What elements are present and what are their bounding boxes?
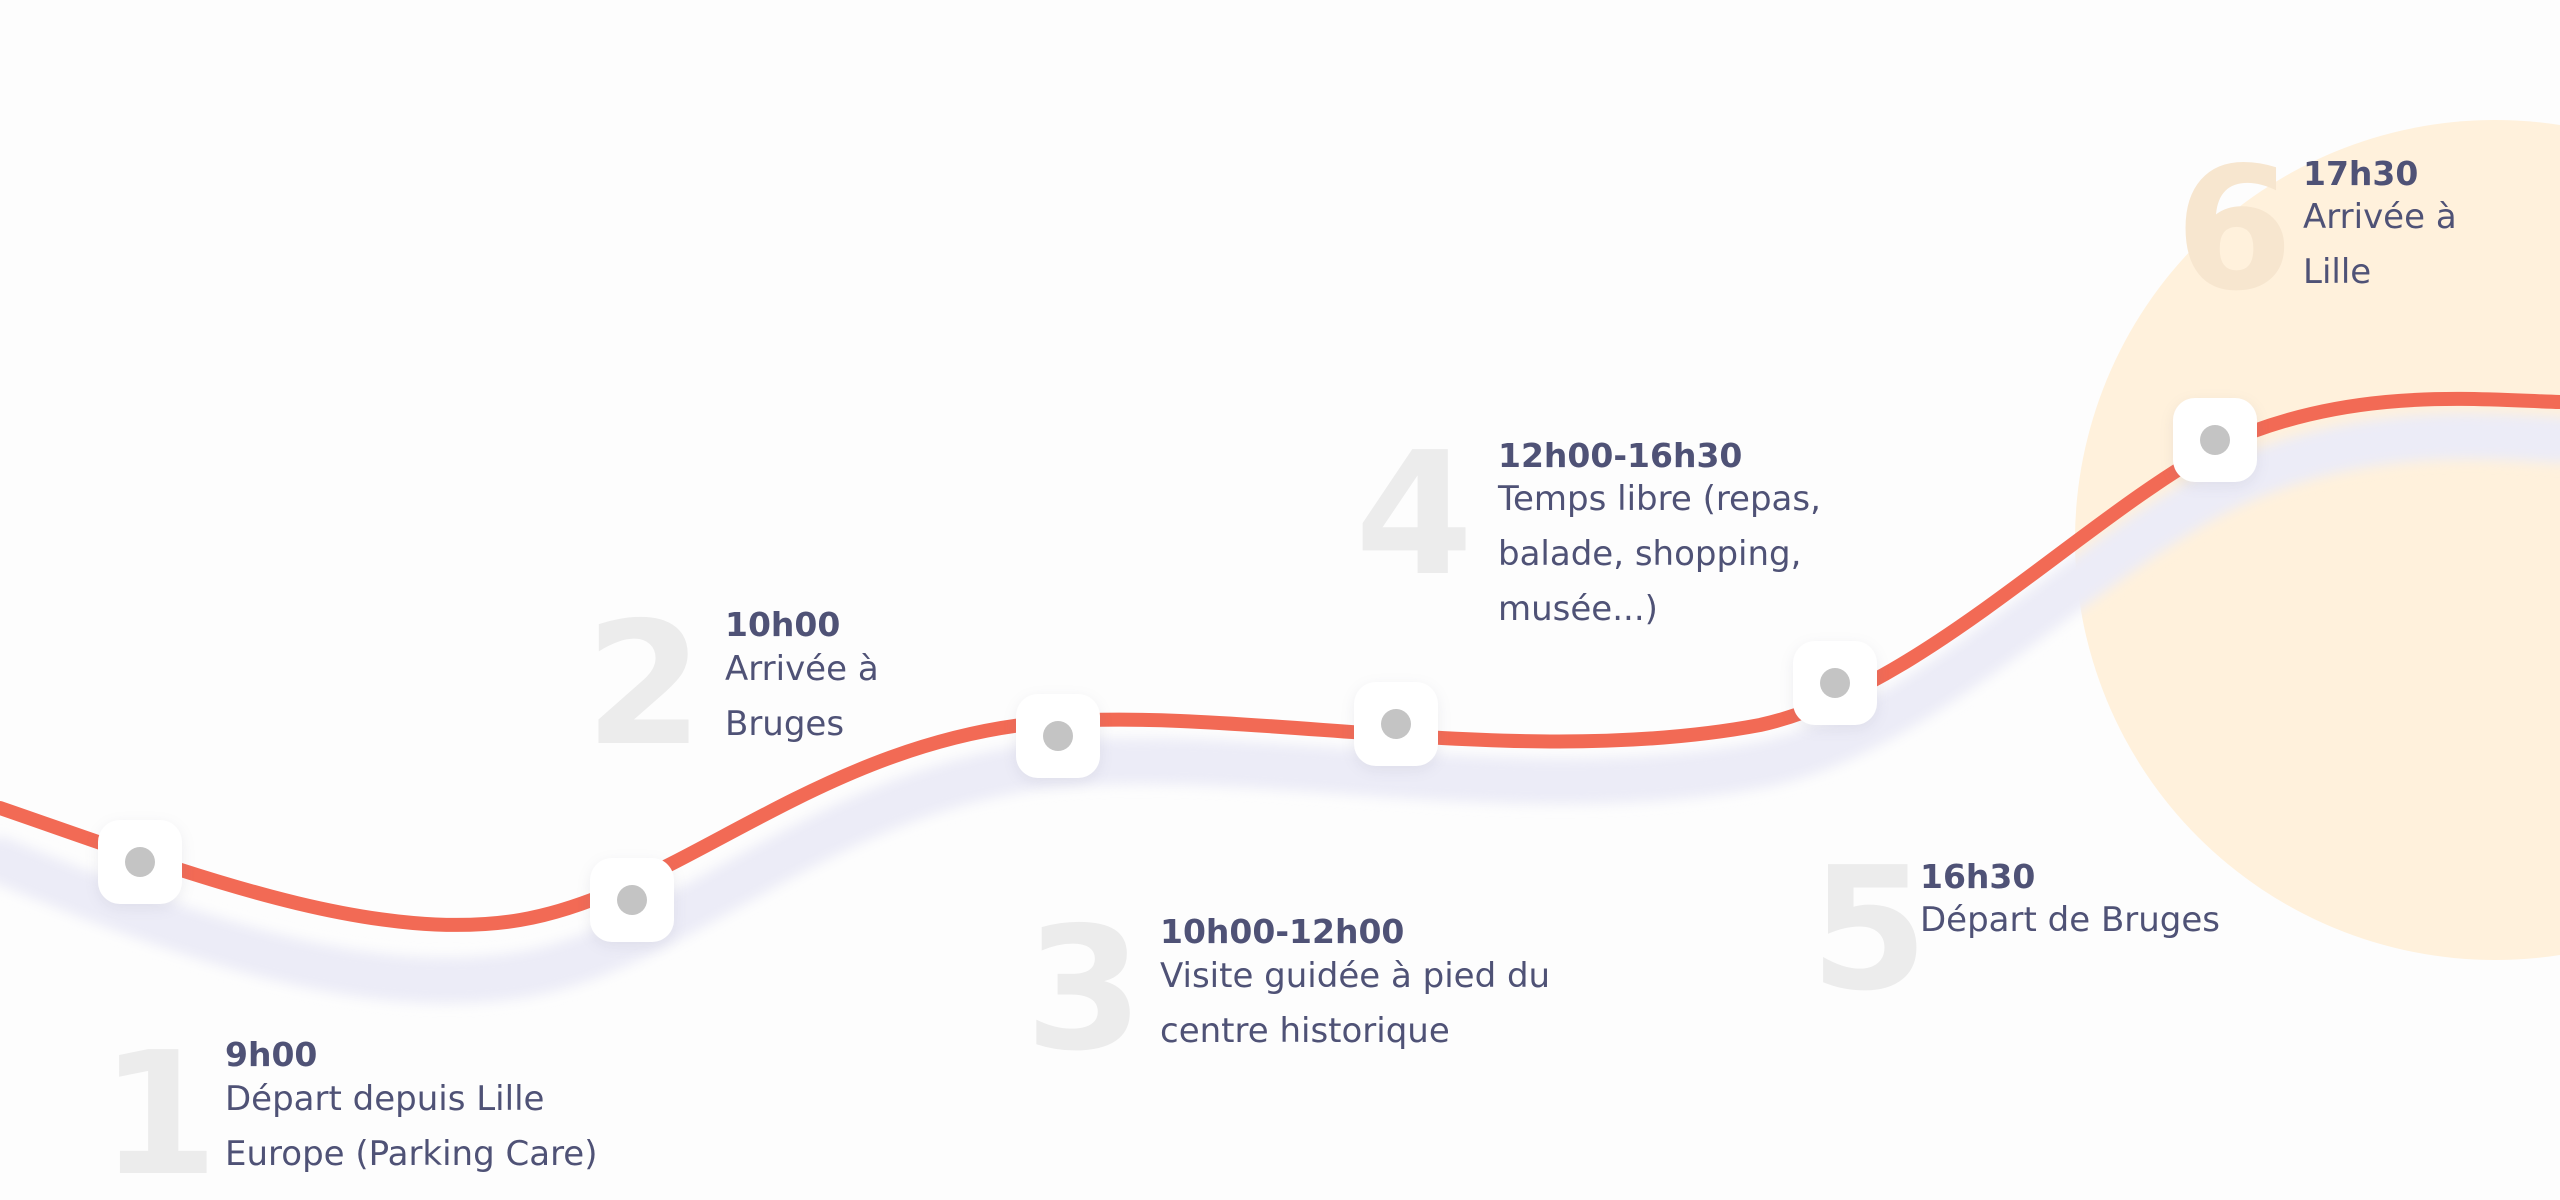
route-line: [0, 391, 2560, 932]
marker-dot: [2200, 425, 2230, 455]
step-description: Départ depuis Lille Europe (Parking Care…: [225, 1079, 598, 1174]
step-5-marker[interactable]: [1793, 641, 1877, 725]
step-description: Départ de Bruges: [1920, 900, 2221, 940]
step-time: 10h00-12h00: [1160, 912, 1405, 951]
marker-dot: [617, 885, 647, 915]
step-time: 17h30: [2303, 154, 2419, 193]
step-time: 10h00: [725, 605, 841, 644]
step-description: Arrivée à Lille: [2303, 197, 2457, 292]
step-number: 6: [2175, 131, 2294, 329]
step-time: 9h00: [225, 1035, 318, 1074]
step-time: 12h00-16h30: [1498, 436, 1743, 475]
step-description: Temps libre (repas, balade, shopping, mu…: [1498, 479, 1821, 629]
step-description: Arrivée à Bruges: [725, 649, 879, 744]
step-2-marker[interactable]: [590, 858, 674, 942]
step-number: 5: [1810, 831, 1929, 1029]
step-1-marker[interactable]: [98, 820, 182, 904]
step-6-marker[interactable]: [2173, 398, 2257, 482]
step-number: 2: [585, 586, 704, 784]
step-number: 3: [1025, 891, 1144, 1089]
step-number: 1: [100, 1016, 219, 1200]
step-3-marker[interactable]: [1016, 694, 1100, 778]
marker-dot: [1043, 721, 1073, 751]
step-time: 16h30: [1920, 857, 2036, 896]
route-shadow: [0, 413, 2560, 1004]
marker-dot: [125, 847, 155, 877]
step-4-marker[interactable]: [1354, 682, 1438, 766]
step-description: Visite guidée à pied du centre historiqu…: [1160, 956, 1551, 1051]
step-number: 4: [1355, 416, 1474, 614]
marker-dot: [1820, 668, 1850, 698]
marker-dot: [1381, 709, 1411, 739]
